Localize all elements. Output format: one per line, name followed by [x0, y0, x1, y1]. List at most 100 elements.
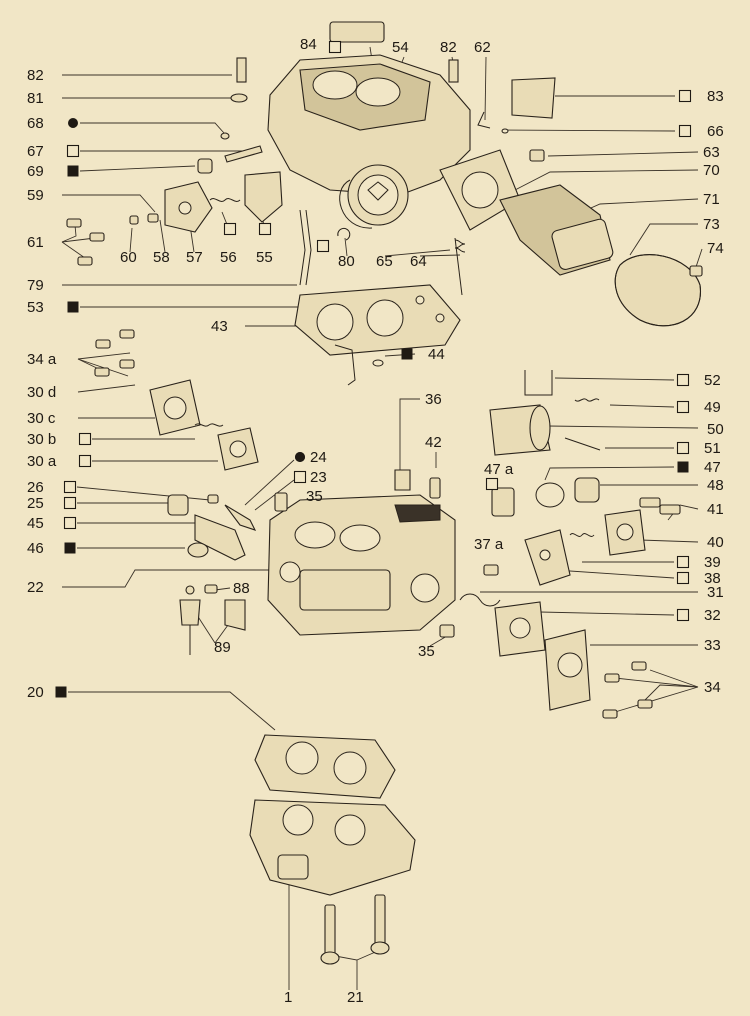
part-label-l66: 66 — [707, 123, 724, 140]
part-label-l55: 55 — [256, 249, 273, 266]
part-label-l67: 67 — [27, 143, 44, 160]
part-label-l20: 20 — [27, 684, 44, 701]
marker-open-square-l51 — [676, 441, 690, 455]
gasket-20 — [254, 734, 396, 799]
part-label-l35b: 35 — [418, 643, 435, 660]
part-label-l82a: 82 — [440, 39, 457, 56]
parts-88-89 — [179, 584, 246, 655]
part-label-l62: 62 — [474, 39, 491, 56]
part-label-l52: 52 — [704, 372, 721, 389]
part-label-l34: 34 — [704, 679, 721, 696]
part-label-l34a: 34 a — [27, 351, 57, 368]
marker-dot-l68 — [68, 118, 78, 128]
part-label-l56: 56 — [220, 249, 237, 266]
marker-open-square-l30a — [78, 454, 92, 468]
part-label-l74: 74 — [707, 240, 724, 257]
marker-open-square-l23 — [293, 470, 307, 484]
marker-open-square-l84 — [328, 40, 342, 54]
part-label-l41: 41 — [707, 501, 724, 518]
part-label-l37a: 37 a — [474, 536, 504, 553]
part-label-l50: 50 — [707, 421, 724, 438]
part-label-l61: 61 — [27, 234, 44, 251]
marker-open-square-l32 — [676, 608, 690, 622]
part-label-l30c: 30 c — [27, 410, 56, 427]
marker-open-square-l52 — [676, 373, 690, 387]
part-label-l48: 48 — [707, 477, 724, 494]
part-label-l33: 33 — [704, 637, 721, 654]
part-label-l25: 25 — [27, 495, 44, 512]
part-label-l42: 42 — [425, 434, 442, 451]
marker-filled-square-l44 — [401, 348, 413, 360]
part-label-l35a: 35 — [306, 488, 323, 505]
part-label-l23: 23 — [310, 469, 327, 486]
marker-filled-square-l69 — [67, 165, 79, 177]
base-1 — [249, 799, 416, 965]
part-label-l79: 79 — [27, 277, 44, 294]
part-label-l39: 39 — [704, 554, 721, 571]
part-label-l58: 58 — [153, 249, 170, 266]
marker-open-square-l38 — [676, 571, 690, 585]
part-label-l89: 89 — [214, 639, 231, 656]
marker-open-square-l67 — [66, 144, 80, 158]
marker-open-square-l49 — [676, 400, 690, 414]
marker-filled-square-l47 — [677, 461, 689, 473]
part-label-l63: 63 — [703, 144, 720, 161]
part-label-l49: 49 — [704, 399, 721, 416]
marker-open-square-l55 — [258, 222, 272, 236]
part-label-l46: 46 — [27, 540, 44, 557]
part-label-l43: 43 — [211, 318, 228, 335]
marker-open-square-l30b — [78, 432, 92, 446]
part-label-l73: 73 — [703, 216, 720, 233]
part-label-l22: 22 — [27, 579, 44, 596]
marker-open-square-l47a — [485, 477, 499, 491]
part-label-l71: 71 — [703, 191, 720, 208]
marker-open-square-l45 — [63, 516, 77, 530]
marker-filled-square-l53 — [67, 301, 79, 313]
part-label-l32: 32 — [704, 607, 721, 624]
marker-open-square-l80 — [316, 239, 330, 253]
part-label-l38: 38 — [704, 570, 721, 587]
marker-open-square-l56 — [223, 222, 237, 236]
marker-open-square-l26 — [63, 480, 77, 494]
marker-open-square-l25 — [63, 496, 77, 510]
part-label-l54: 54 — [392, 39, 409, 56]
part-label-l26: 26 — [27, 479, 44, 496]
part-label-l59: 59 — [27, 187, 44, 204]
main-body-22 — [267, 469, 499, 636]
part-label-l51: 51 — [704, 440, 721, 457]
part-label-l69: 69 — [27, 163, 44, 180]
part-label-l70: 70 — [703, 162, 720, 179]
part-label-l31: 31 — [707, 584, 724, 601]
carburetor-cover-assembly — [66, 21, 703, 327]
marker-open-square-l83 — [678, 89, 692, 103]
part-label-l21: 21 — [347, 989, 364, 1006]
part-label-l57: 57 — [186, 249, 203, 266]
left-middle-parts — [94, 329, 305, 561]
part-label-l80: 80 — [338, 253, 355, 270]
part-label-l65: 65 — [376, 253, 393, 270]
marker-filled-square-l46 — [64, 542, 76, 554]
part-label-l1: 1 — [284, 989, 292, 1006]
part-label-l47: 47 — [704, 459, 721, 476]
part-label-l82b: 82 — [27, 67, 44, 84]
gasket-53 — [294, 284, 461, 386]
part-label-l44: 44 — [428, 346, 445, 363]
part-label-l81: 81 — [27, 90, 44, 107]
part-label-l84: 84 — [300, 36, 317, 53]
marker-open-square-l66 — [678, 124, 692, 138]
marker-dot-l24 — [295, 452, 305, 462]
part-label-l47a: 47 a — [484, 461, 514, 478]
part-label-l45: 45 — [27, 515, 44, 532]
part-label-l40: 40 — [707, 534, 724, 551]
part-label-l30a: 30 a — [27, 453, 57, 470]
part-label-l53: 53 — [27, 299, 44, 316]
part-label-l24: 24 — [310, 449, 327, 466]
part-label-l60: 60 — [120, 249, 137, 266]
part-label-l30b: 30 b — [27, 431, 56, 448]
marker-open-square-l39 — [676, 555, 690, 569]
screws-61 — [66, 218, 105, 266]
part-label-l30d: 30 d — [27, 384, 56, 401]
part-label-l68: 68 — [27, 115, 44, 132]
